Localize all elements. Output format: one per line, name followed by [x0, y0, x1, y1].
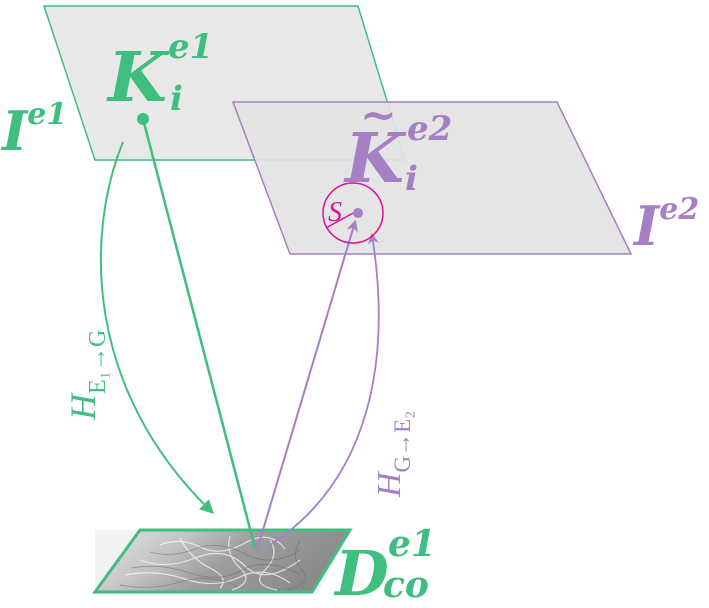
transform-label-g-to-e2: HG→E₂: [371, 411, 415, 498]
svg-text:~: ~: [360, 90, 397, 141]
svg-text:K: K: [106, 38, 170, 118]
keypoint-e2-label: ~ K e2 i: [343, 90, 452, 199]
keypoint-e1-dot: [137, 113, 149, 125]
svg-text:e1: e1: [168, 27, 213, 67]
svg-text:D: D: [333, 537, 389, 608]
svg-text:co: co: [383, 564, 429, 606]
search-radius-line: [325, 212, 354, 229]
search-circle: [322, 182, 384, 244]
transform-arrow-g-to-e2: [269, 232, 380, 546]
transform-arrow-e1-to-g: [99, 141, 215, 514]
svg-text:K: K: [343, 119, 407, 199]
svg-text:e2: e2: [407, 109, 452, 149]
projection-ray-e2: [256, 219, 359, 551]
dem-patch: [92, 528, 353, 594]
projection-ray-e1: [141, 118, 257, 549]
svg-text:e1: e1: [388, 523, 436, 565]
svg-text:i: i: [170, 79, 183, 119]
search-radius-label: S: [328, 197, 342, 228]
keypoint-e2-dot: [353, 208, 363, 218]
plane-e2-label: Ie2: [632, 192, 699, 258]
dem-label: D e1 co: [333, 523, 436, 608]
plane-e1-label: Ie1: [0, 97, 67, 163]
transform-label-e1-to-g: HE₁→G: [63, 330, 111, 421]
svg-text:i: i: [405, 159, 418, 199]
keypoint-e1-label: K e1 i: [106, 27, 213, 119]
image-plane-e2: [231, 101, 633, 255]
